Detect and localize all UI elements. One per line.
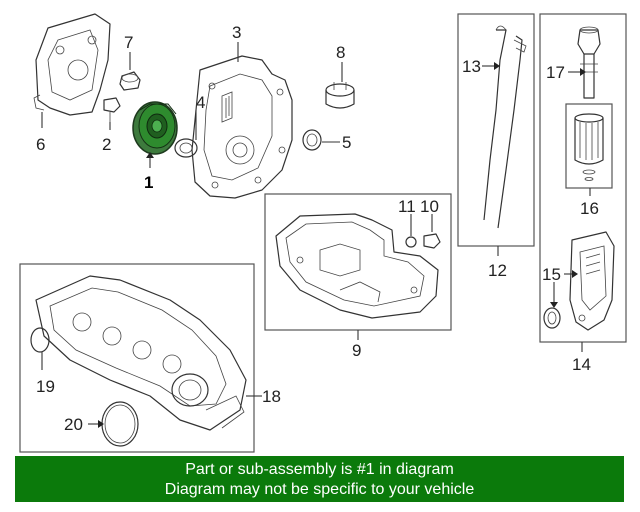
box-intake-manifold-group [19, 263, 255, 453]
label-16: 16 [580, 199, 599, 218]
label-9: 9 [352, 341, 361, 360]
label-11: 11 [398, 197, 416, 216]
part-6-cover-plate [33, 13, 111, 116]
part-13-dipstick [483, 25, 527, 229]
part-1-seal-highlighted [132, 101, 178, 155]
part-17-filter-cap [577, 26, 601, 99]
label-10: 10 [420, 197, 439, 216]
box-filter-element [565, 103, 613, 189]
part-10-drain-plug [423, 233, 441, 249]
label-6: 6 [36, 135, 45, 154]
label-15: 15 [542, 265, 561, 284]
label-12: 12 [488, 261, 507, 280]
part-5-seal [302, 129, 322, 151]
part-15-gasket [543, 307, 561, 329]
label-20: 20 [64, 415, 83, 434]
part-19-gasket [30, 327, 50, 353]
label-8: 8 [336, 43, 345, 62]
part-11-gasket [405, 236, 417, 248]
part-4-seal [174, 138, 198, 158]
label-3: 3 [232, 23, 241, 42]
label-19: 19 [36, 377, 55, 396]
label-14: 14 [572, 355, 591, 374]
label-2: 2 [102, 135, 111, 154]
part-14-filter-housing [569, 231, 615, 331]
banner-line-1: Part or sub-assembly is #1 in diagram [185, 461, 454, 478]
box-oil-filter-group [539, 13, 627, 343]
part-9-oil-pan [275, 213, 439, 319]
info-banner: Part or sub-assembly is #1 in diagram Di… [15, 456, 624, 502]
part-8-filler-cap [325, 82, 355, 109]
part-18-intake-manifold [35, 275, 247, 431]
box-dipstick-group [457, 13, 535, 247]
part-2-bolt [103, 97, 121, 122]
part-3-timing-cover [191, 55, 293, 199]
label-7: 7 [124, 33, 133, 52]
label-18: 18 [262, 387, 281, 406]
banner-line-2: Diagram may not be specific to your vehi… [164, 481, 475, 498]
label-17: 17 [546, 63, 565, 82]
label-1: 1 [144, 173, 153, 192]
label-4: 4 [196, 93, 205, 112]
label-5: 5 [342, 133, 351, 152]
part-16-filter-element [574, 113, 604, 181]
part-7-plug [119, 71, 141, 91]
part-20-o-ring [101, 401, 139, 447]
label-13: 13 [462, 57, 481, 76]
